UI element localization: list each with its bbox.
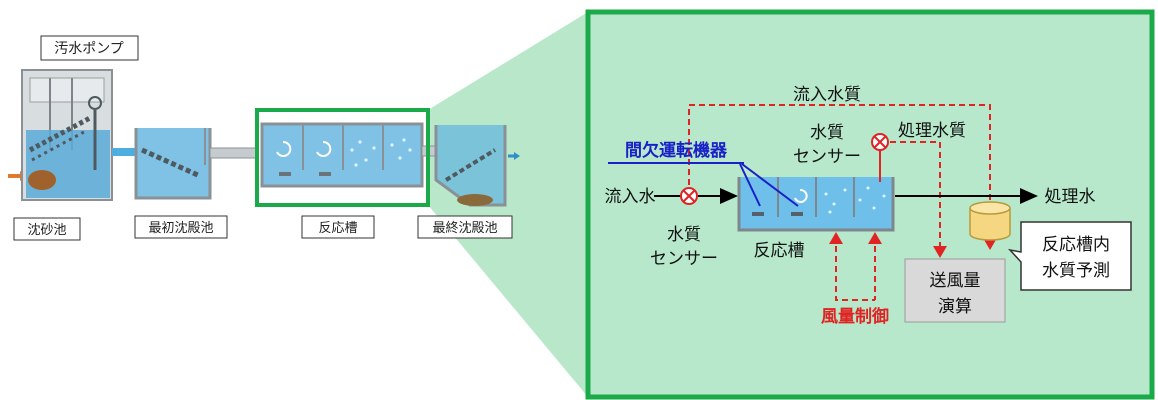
reaction-tank-illustration (260, 122, 424, 188)
final-tank-label: 最終沈殿池 (432, 220, 497, 236)
influent-label: 流入水 (605, 187, 656, 207)
prediction-callout (1007, 221, 1132, 291)
primary-settling-tank-illustration (134, 128, 212, 200)
reaction-tank-label: 反応槽 (318, 221, 357, 236)
lower-sensor-label-line2: センサー (650, 249, 718, 269)
lower-sensor-label-line1: 水質 (667, 225, 701, 245)
primary-tank-label: 最初沈殿池 (148, 221, 213, 236)
intermittent-equipment-label: 間欠運転機器 (625, 140, 728, 161)
equipment-pointer-2 (741, 163, 799, 207)
control-signal-lines (688, 104, 991, 301)
airflow-control-label: 風量制御 (821, 306, 889, 327)
equipment-pointer-1 (739, 163, 761, 207)
quality-sensor-label-line1: 水質 (810, 123, 844, 143)
grit-chamber-illustration (21, 69, 113, 201)
process-overview: 汚水ポンプ 沈砂池 最初沈殿池 反応槽 最終沈殿池 (8, 35, 520, 241)
grit-chamber-label: 沈砂池 (27, 223, 66, 238)
prediction-label-line2: 水質予測 (1042, 261, 1110, 281)
treated-water-label: 処理水 (1045, 187, 1096, 207)
zoom-projection (428, 12, 588, 397)
reaction-tank-detail (737, 177, 895, 232)
final-settling-tank-illustration (434, 125, 507, 207)
blower-calc-box (904, 258, 1006, 323)
reaction-tank-highlight (255, 108, 430, 207)
control-detail-panel: 流入水質 間欠運転機器 水質 センサー 処理水質 流入水 処理水 水質 センサー… (585, 9, 1155, 400)
reaction-tank-detail-label: 反応槽 (754, 241, 805, 261)
blower-calc-label-line1: 送風量 (930, 271, 981, 291)
prediction-label-line1: 反応槽内 (1042, 235, 1110, 255)
influent-sensor-icon (680, 187, 698, 205)
database-icon (969, 201, 1011, 241)
treated-quality-label: 処理水質 (898, 121, 966, 141)
influent-quality-label: 流入水質 (793, 85, 861, 105)
blower-calc-label-line2: 演算 (938, 297, 972, 317)
quality-sensor-label-line2: センサー (793, 147, 861, 167)
pump-label: 汚水ポンプ (54, 41, 124, 57)
treated-sensor-icon (871, 133, 889, 151)
